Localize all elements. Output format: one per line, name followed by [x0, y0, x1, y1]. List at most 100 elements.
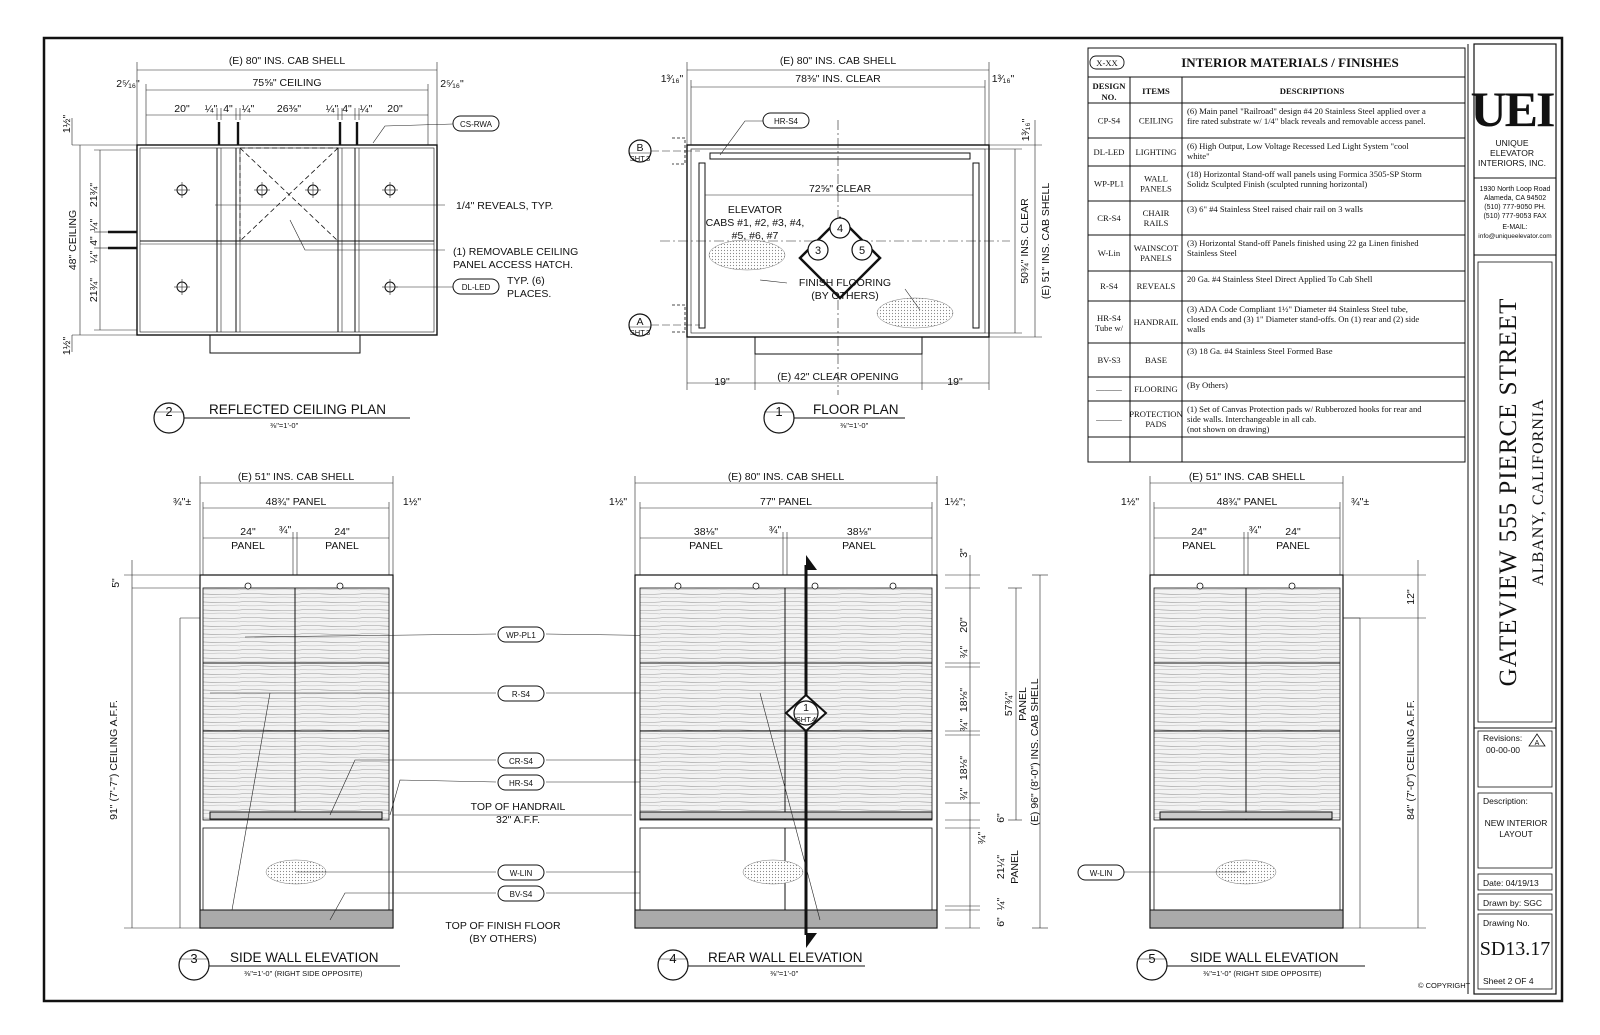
- rcp-v-q1: ¼": [88, 218, 100, 231]
- rcp-reveals-note: 1/4" REVEALS, TYP.: [456, 200, 553, 212]
- row-code: DL-LED: [1093, 147, 1124, 157]
- row-description: fire rated substrate w/ 1/4" black revea…: [1187, 116, 1426, 126]
- row-description: 20 Ga. #4 Stainless Steel Direct Applied…: [1187, 274, 1373, 284]
- dl-led-tag: DL-LED: [462, 283, 491, 292]
- row-description: closed ends and (3) 1" Diameter stand-of…: [1187, 314, 1419, 324]
- row-item-2: PADS: [1145, 419, 1166, 429]
- company-line-3: INTERIORS, INC.: [1478, 158, 1546, 168]
- rcp-v-21b: 21¾": [88, 278, 100, 302]
- row-description: walls: [1187, 324, 1206, 334]
- rcp-hatch-note-2: PANEL ACCESS HATCH.: [453, 259, 573, 271]
- floor-finish-note-2: (BY OTHERS): [469, 933, 536, 945]
- fp-right-19: 19": [947, 376, 963, 388]
- rear-panel: 77" PANEL: [760, 496, 812, 508]
- address-4: (510) 777-9053 FAX: [1483, 213, 1546, 220]
- slw-top5: 5": [110, 578, 122, 588]
- row-code: W-Lin: [1098, 248, 1121, 258]
- row-code: WP-PL1: [1094, 179, 1124, 189]
- hr-s4-tag: HR-S4: [509, 779, 534, 788]
- row-description: (18) Horizontal Stand-off wall panels us…: [1187, 169, 1422, 179]
- materials-row: R-S4 REVEALS 20 Ga. #4 Stainless Steel Dir…: [1088, 274, 1465, 302]
- rear-p1-label: PANEL: [689, 540, 723, 552]
- rear-v18b: 18⅛": [958, 756, 970, 780]
- slw-p1: 24": [240, 526, 256, 538]
- fp-scale: ⅜"=1'-0": [840, 421, 869, 430]
- fp-title: FLOOR PLAN: [813, 402, 899, 417]
- side-wall-elevation-left: (E) 51" INS. CAB SHELL 48¾" PANEL ¾"± 1½…: [108, 471, 775, 981]
- section-a-sheet: SHT.3: [630, 328, 650, 337]
- header-design-2: NO.: [1101, 92, 1116, 102]
- description-2: LAYOUT: [1499, 829, 1532, 839]
- drawing-number: SD13.17: [1480, 938, 1551, 960]
- srw-number: 5: [1148, 951, 1155, 966]
- materials-title: INTERIOR MATERIALS / FINISHES: [1181, 55, 1399, 70]
- section-b-letter: B: [636, 142, 643, 154]
- srw-p2-label: PANEL: [1276, 540, 1310, 552]
- header-items: ITEMS: [1142, 86, 1170, 96]
- rcp-bot-half: 1½": [61, 337, 73, 356]
- rear-vq2: ¾": [958, 718, 970, 731]
- rcp-hatch-note-1: (1) REMOVABLE CEILING: [453, 246, 578, 258]
- drawn-by: Drawn by: SGC: [1483, 898, 1542, 908]
- rcp-v-21a: 21¾": [88, 183, 100, 207]
- rear-v3: 3": [958, 548, 970, 558]
- rcp-title: REFLECTED CEILING PLAN: [209, 402, 386, 417]
- materials-row: ———FLOORING(By Others): [1088, 380, 1465, 402]
- rear-panel57-label: PANEL: [1017, 687, 1029, 721]
- row-item: PROTECTION: [1129, 409, 1183, 419]
- row-description: (3) Horizontal Stand-off Panels finished…: [1187, 238, 1419, 248]
- rcp-scale: ⅜"=1'-0": [270, 421, 299, 430]
- rear-height: (E) 96" (8'-0") INS. CAB SHELL: [1029, 678, 1041, 825]
- header-design: DESIGN: [1093, 81, 1127, 91]
- rear-vq1: ¾": [958, 645, 970, 658]
- row-description: (3) 18 Ga. #4 Stainless Steel Formed Bas…: [1187, 346, 1333, 356]
- revisions-label: Revisions:: [1483, 733, 1522, 743]
- srw-scale: ⅜"=1'-0" (RIGHT SIDE OPPOSITE): [1203, 969, 1322, 978]
- rcp-seg-20a: 20": [174, 103, 190, 115]
- handrail-note-2: 32" A.F.F.: [496, 814, 540, 826]
- rear-p1: 38⅛": [694, 526, 718, 538]
- rear-vq3: ¾": [958, 787, 970, 800]
- srw-shell: (E) 51" INS. CAB SHELL: [1189, 471, 1306, 483]
- row-code: CR-S4: [1097, 213, 1121, 223]
- rcp-typ-note-1: TYP. (6): [507, 275, 545, 287]
- row-description: Stainless Steel: [1187, 248, 1238, 258]
- srw-p2: 24": [1285, 526, 1301, 538]
- drawing-no-label: Drawing No.: [1483, 918, 1530, 928]
- fp-top-gap: 1³⁄₁₆": [1020, 118, 1032, 141]
- rear-number: 4: [669, 951, 676, 966]
- rear-left-gap: 1½": [609, 496, 628, 508]
- srw-right-gap: ¾"±: [1351, 496, 1369, 508]
- slw-left-gap: ¾"±: [173, 496, 191, 508]
- section-a-letter: A: [636, 316, 643, 328]
- floor-finish-note-1: TOP OF FINISH FLOOR: [445, 920, 561, 932]
- rear-v20: 20": [958, 617, 970, 633]
- materials-tag: X-XX: [1096, 58, 1118, 68]
- revisions-value: 00-00-00: [1486, 745, 1520, 755]
- rcp-seg-q2: ¼": [242, 103, 255, 115]
- slw-title: SIDE WALL ELEVATION: [230, 950, 379, 965]
- row-item-2: PANELS: [1140, 253, 1172, 263]
- cabs-note-1: ELEVATOR: [728, 204, 783, 216]
- fp-left-19: 19": [714, 376, 730, 388]
- fp-clear-dim: 78⅜" INS. CLEAR: [795, 73, 881, 85]
- row-item: HANDRAIL: [1134, 317, 1179, 327]
- w-lin-tag: W-LIN: [510, 869, 533, 878]
- row-item: REVEALS: [1137, 281, 1176, 291]
- row-description: (1) Set of Canvas Protection pads w/ Rub…: [1187, 404, 1422, 414]
- row-description: (6) Main panel "Railroad" design #4 20 S…: [1187, 106, 1426, 116]
- rcp-number: 2: [165, 404, 172, 419]
- side-wall-elevation-right: (E) 51" INS. CAB SHELL 48¾" PANEL 1½" ¾"…: [1077, 471, 1426, 981]
- wp-pl1-tag: WP-PL1: [506, 631, 536, 640]
- floor-note-1: FINISH FLOORING: [799, 277, 891, 289]
- rcp-ceiling-dim: 75⅝" CEILING: [252, 77, 321, 89]
- slw-height: 91" (7'-7") CEILING A.F.F.: [108, 700, 120, 820]
- row-code: R-S4: [1100, 281, 1118, 291]
- slw-right-gap: 1½": [403, 496, 422, 508]
- rcp-right-gap: 2⁵⁄₁₆": [440, 78, 464, 90]
- cabs-note-2: CABS #1, #2, #3, #4,: [706, 217, 805, 229]
